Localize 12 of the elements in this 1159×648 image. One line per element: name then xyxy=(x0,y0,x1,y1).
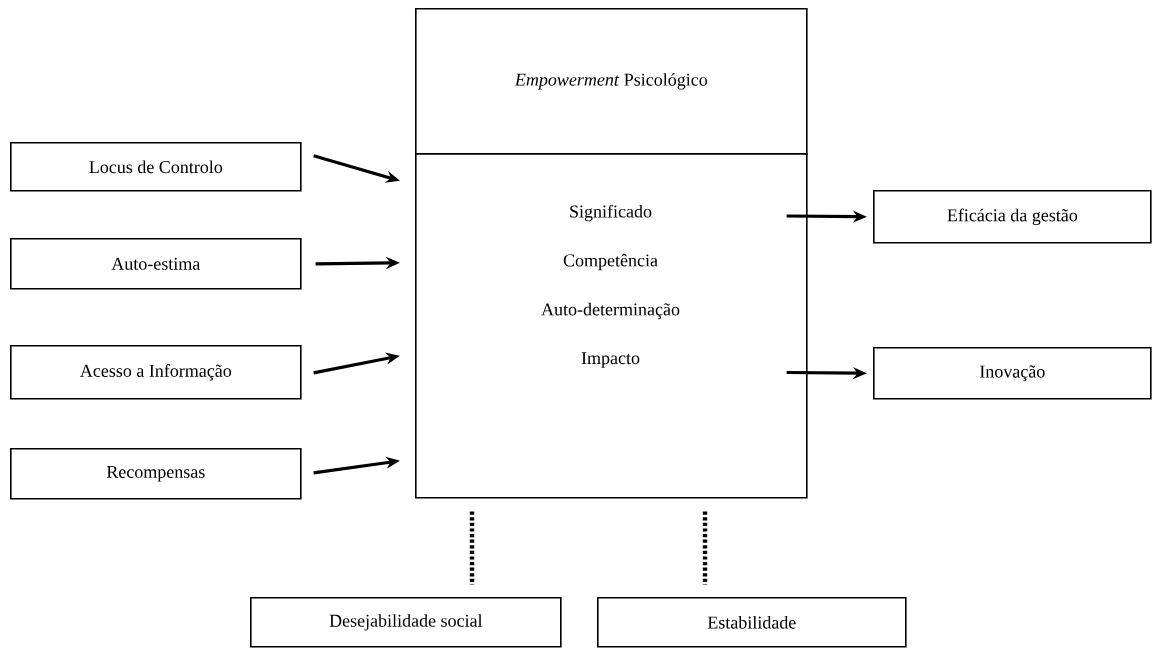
factor-box: Acesso a Informação xyxy=(10,345,302,400)
factor-box: Locus de Controlo xyxy=(10,142,302,192)
construct-box: Significado Competência Auto-determinação Impacto xyxy=(415,153,808,499)
factor-box: Desejabilidade social xyxy=(250,597,562,648)
factor-box: Auto-estima xyxy=(10,238,302,290)
factor-box: Recompensas xyxy=(10,448,302,500)
dotted-line xyxy=(702,511,708,585)
dotted-line xyxy=(469,511,475,585)
heading-box: Empowerment Psicológico xyxy=(415,8,808,155)
factor-box: Inovação xyxy=(873,347,1152,400)
factor-box: Eficácia da gestão xyxy=(873,190,1152,244)
factor-box: Estabilidade xyxy=(597,597,907,648)
